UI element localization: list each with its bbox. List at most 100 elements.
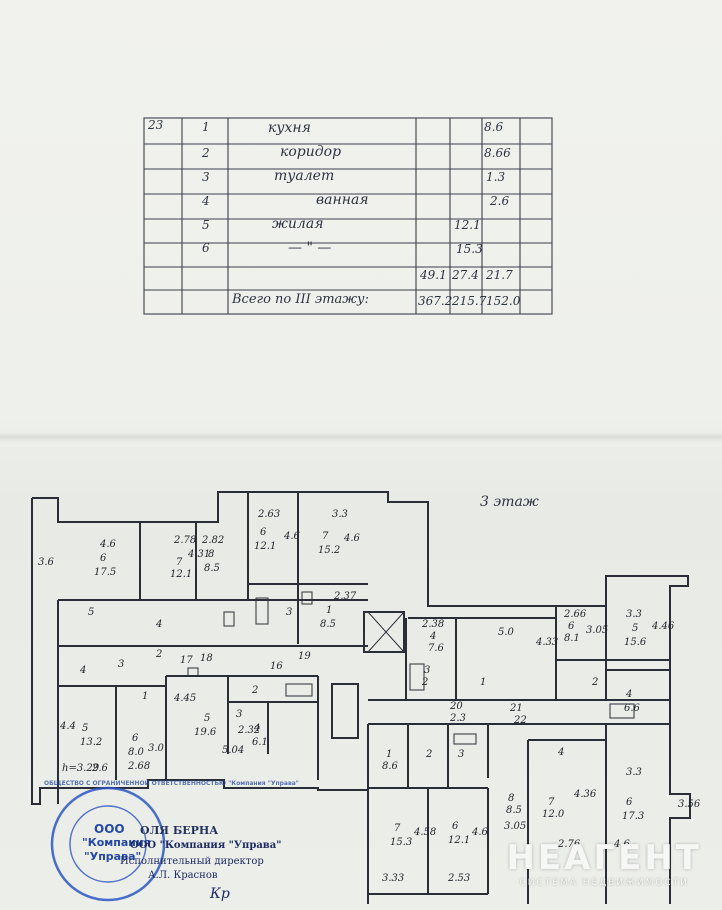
table-row-1-name: кухня xyxy=(268,120,311,136)
table-row-4-number: 4 xyxy=(202,194,210,208)
room-label: 2.66 xyxy=(564,609,587,620)
room-label: 2 xyxy=(422,677,429,688)
room-label: 3.05 xyxy=(586,625,609,636)
room-label: 4.6 xyxy=(344,533,360,544)
floor-plan-walls xyxy=(31,491,691,904)
room-label: 1 xyxy=(142,691,149,702)
grand-total-total: 367.2 xyxy=(418,294,453,308)
signature: Кр xyxy=(210,886,230,902)
room-label: 7 xyxy=(394,823,401,834)
grand-total-aux: 152.0 xyxy=(486,294,521,308)
room-label: 12.1 xyxy=(170,569,193,580)
room-label: 4 xyxy=(430,631,437,642)
table-row-2-number: 2 xyxy=(202,146,210,160)
room-label: 6 xyxy=(568,621,575,632)
table-row-6-living-area: 15.3 xyxy=(456,242,483,256)
room-label: 13.2 xyxy=(80,737,103,748)
room-label: 19.6 xyxy=(194,727,217,738)
room-label: 5 xyxy=(204,713,211,724)
room-label: 1 xyxy=(326,605,333,616)
signatory-position: Исполнительный директор xyxy=(120,856,264,867)
table-row-5-living-area: 12.1 xyxy=(454,218,481,232)
subtotal-aux: 21.7 xyxy=(486,268,513,282)
room-label: 4.4 xyxy=(60,721,76,732)
room-label: 16 xyxy=(270,661,283,672)
table-row-3-name: туалет xyxy=(274,168,335,184)
floor-plan: 3 этаж 4.6 6 17.5 3.6 2.78 7 12.1 4.31 2… xyxy=(28,488,700,906)
company-stamp: ОБЩЕСТВО С ОГРАНИЧЕННОЙ ОТВЕТСТВЕННОСТЬЮ… xyxy=(40,778,299,908)
room-label: 3.05 xyxy=(504,821,527,832)
room-label: 15.3 xyxy=(390,837,413,848)
room-label: 2.53 xyxy=(448,873,471,884)
room-label: 2.38 xyxy=(422,619,445,630)
subtotal-total: 49.1 xyxy=(420,268,447,282)
room-label: 22 xyxy=(514,715,527,726)
table-row-1-aux-area: 8.6 xyxy=(484,120,504,134)
signatory-company: ООО "Компания "Управа" xyxy=(130,840,282,851)
room-label: 4 xyxy=(80,665,87,676)
room-label: 15.2 xyxy=(318,545,341,556)
room-label: 8.5 xyxy=(506,805,522,816)
room-label: 6 xyxy=(626,797,633,808)
subtotal-living: 27.4 xyxy=(452,268,479,282)
room-label: 8 xyxy=(208,549,215,560)
table-row-2-name: коридор xyxy=(280,144,342,160)
room-label: 19 xyxy=(298,651,311,662)
table-row-2-aux-area: 8.66 xyxy=(484,146,511,160)
paper-fold xyxy=(0,432,722,442)
room-label: 17.5 xyxy=(94,567,117,578)
room-label: 4.6 xyxy=(284,531,300,542)
stamp-center-line3: "Управа" xyxy=(84,850,142,863)
room-label: 21 xyxy=(510,703,523,714)
room-label: 20 xyxy=(450,701,463,712)
area-table: 23 1 кухня 8.6 2 коридор 8.66 3 туалет 1… xyxy=(140,112,560,322)
grand-total-label: Всего по III этажу: xyxy=(232,292,369,307)
room-label: 2.82 xyxy=(202,535,225,546)
table-row-4-aux-area: 2.6 xyxy=(490,194,510,208)
room-label: 7 xyxy=(322,531,329,542)
room-label: 5 xyxy=(88,607,95,618)
room-label: 8.1 xyxy=(564,633,580,644)
room-label: 17 xyxy=(180,655,193,666)
room-label: 7.6 xyxy=(428,643,444,654)
table-row-3-number: 3 xyxy=(202,170,210,184)
room-label: 8.0 xyxy=(128,747,144,758)
table-row-6-number: 6 xyxy=(202,241,210,255)
room-label: 15.6 xyxy=(624,637,647,648)
room-label: 3.6 xyxy=(38,557,54,568)
room-label: 8 xyxy=(508,793,515,804)
room-label: 2.3 xyxy=(450,713,466,724)
room-label: 17.3 xyxy=(622,811,645,822)
stamp-center-line1: ООО xyxy=(94,822,125,836)
room-label: 3.56 xyxy=(678,799,701,810)
room-label: 4 xyxy=(254,723,261,734)
room-label: 4.46 xyxy=(652,621,675,632)
room-label: 2.63 xyxy=(258,509,281,520)
room-label: 4 xyxy=(558,747,565,758)
stamp-ring xyxy=(50,786,166,902)
watermark: НЕАГЕНТ СИСТЕМА НЕДВИЖИМОСТИ xyxy=(506,838,702,888)
room-label: 12.1 xyxy=(448,835,471,846)
room-label: 7 xyxy=(176,557,183,568)
room-label: 12.1 xyxy=(254,541,277,552)
room-label: 3.3 xyxy=(626,767,642,778)
watermark-tagline: СИСТЕМА НЕДВИЖИМОСТИ xyxy=(519,878,689,888)
room-label: 12.0 xyxy=(542,809,565,820)
table-grid xyxy=(143,117,553,315)
room-label: 4.45 xyxy=(174,693,197,704)
floor-label: 3 этаж xyxy=(480,494,539,510)
room-label: 5.0 xyxy=(498,627,514,638)
room-label: 4.36 xyxy=(574,789,597,800)
room-label: 5 xyxy=(82,723,89,734)
room-label: 4 xyxy=(626,689,633,700)
table-row-3-aux-area: 1.3 xyxy=(486,170,506,184)
room-label: 5 xyxy=(632,623,639,634)
room-label: 3 xyxy=(424,665,431,676)
room-label: 18 xyxy=(200,653,213,664)
room-label: 8.6 xyxy=(382,761,398,772)
room-label: 3.33 xyxy=(382,873,405,884)
room-label: 4.58 xyxy=(414,827,437,838)
room-label: 2.76 xyxy=(558,839,581,850)
room-label: 3 xyxy=(236,709,243,720)
room-label: 2.32 xyxy=(238,725,261,736)
